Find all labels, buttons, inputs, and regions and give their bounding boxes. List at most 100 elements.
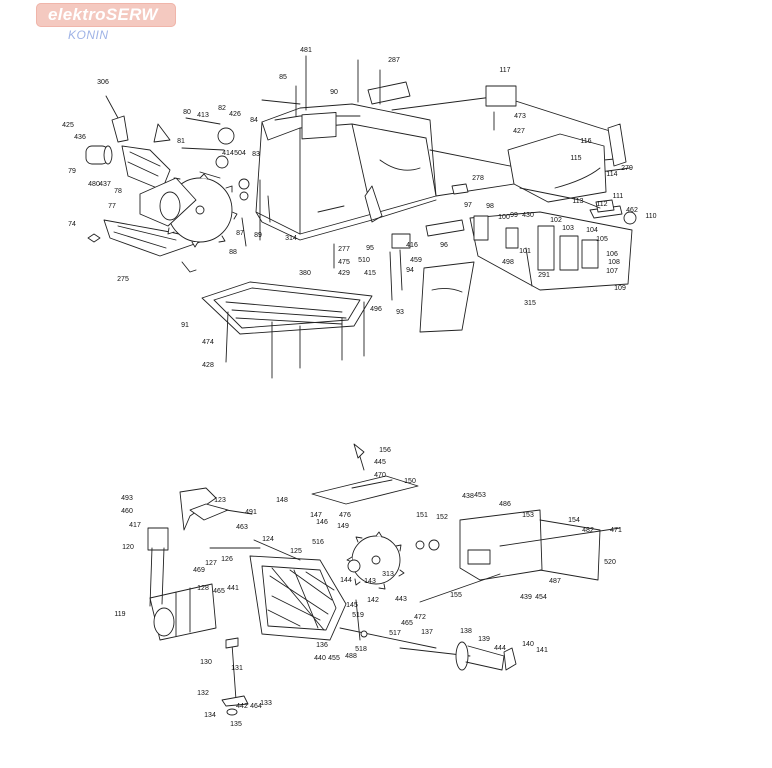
bottom-part-label: 518 [355,646,367,653]
bottom-part-label: 120 [122,544,134,551]
bottom-part-label: 151 [416,512,428,519]
bottom-part-label: 149 [337,523,349,530]
watermark-brand: elektroSERW [48,5,158,24]
top-part-label: 109 [614,285,626,292]
bottom-part-label: 470 [374,472,386,479]
top-part-label: 105 [596,236,608,243]
bottom-part-label: 150 [404,478,416,485]
top-part-label: 84 [250,117,258,124]
bottom-part-label: 486 [499,501,511,508]
top-part-label: 110 [645,213,656,220]
lower-blade [346,531,405,590]
top-part-label: 117 [499,67,510,74]
bottom-part-label: 440 [314,655,326,662]
top-part-label: 101 [519,248,531,255]
top-part-label: 94 [406,267,414,274]
bottom-part-label: 131 [231,665,243,672]
riving-knife [147,487,229,607]
bottom-part-label: 493 [121,495,133,502]
top-part-label: 287 [388,57,400,64]
top-part-label: 98 [486,203,494,210]
elevation-screw [221,637,249,716]
top-part-label: 90 [330,89,338,96]
top-part-label: 83 [252,151,260,158]
top-part-label: 510 [358,257,370,264]
top-part-label: 473 [514,113,526,120]
top-part-label: 314 [285,235,297,242]
top-part-label: 414 [222,150,234,157]
top-part-label: 111 [613,193,624,200]
saw-housing [255,103,437,241]
top-part-label: 80 [183,109,191,116]
bottom-part-label: 445 [374,459,386,466]
bottom-part-label: 313 [382,571,394,578]
bottom-part-label: 438 [462,493,474,500]
bottom-part-label: 147 [310,512,322,519]
top-part-label: 380 [299,270,311,277]
top-part-label: 279 [621,165,633,172]
bottom-part-label: 125 [290,548,302,555]
bottom-part-label: 130 [200,659,212,666]
fasteners-bottom [209,443,621,641]
switch-panel [469,205,637,291]
top-part-label: 436 [74,134,86,141]
top-part-label: 107 [606,268,618,275]
rip-fence-rail [391,95,631,203]
bottom-part-label: 126 [221,556,233,563]
bottom-part-label: 140 [522,641,534,648]
bottom-part-label: 417 [129,522,141,529]
top-part-label: 429 [338,270,350,277]
top-part-label: 114 [606,171,617,178]
top-part-label: 100 [498,214,510,221]
bottom-part-label: 482 [582,527,594,534]
top-part-label: 116 [580,138,591,145]
top-part-label: 496 [370,306,382,313]
bottom-part-label: 137 [421,629,433,636]
bottom-part-label: 128 [197,585,209,592]
bottom-part-label: 139 [478,636,490,643]
top-part-label: 85 [279,74,287,81]
watermark-city: KONIN [68,28,109,42]
bottom-part-label: 516 [312,539,324,546]
top-part-label: 413 [197,112,209,119]
top-part-label: 112 [596,201,607,208]
top-part-label: 74 [68,221,76,228]
top-part-label: 427 [513,128,525,135]
top-part-label: 102 [550,217,562,224]
rear-cover [459,509,601,581]
bottom-part-label: 453 [474,492,486,499]
bottom-part-label: 519 [352,612,364,619]
bottom-part-label: 133 [260,700,272,707]
bottom-part-label: 471 [610,527,622,534]
bottom-part-label: 156 [379,447,391,454]
top-part-label: 504 [234,150,246,157]
top-part-label: 87 [236,230,244,237]
bottom-part-label: 460 [121,508,133,515]
bottom-part-label: 132 [197,690,209,697]
drive-shaft [339,539,517,671]
top-part-label: 81 [177,138,185,145]
bottom-part-label: 520 [604,559,616,566]
bottom-part-label: 127 [205,560,217,567]
top-part-label: 95 [366,245,374,252]
bottom-part-label: 444 [494,645,506,652]
bottom-part-label: 443 [395,596,407,603]
top-part-label: 278 [472,175,484,182]
bottom-part-label: 135 [230,721,242,728]
bottom-part-label: 136 [316,642,328,649]
top-part-label: 78 [114,188,122,195]
top-part-label: 108 [608,259,620,266]
bottom-part-label: 141 [536,647,548,654]
bottom-part-label: 142 [367,597,379,604]
bottom-part-label: 143 [364,578,376,585]
top-part-label: 115 [570,155,581,162]
bottom-part-label: 455 [328,655,340,662]
bottom-part-label: 465 [401,620,413,627]
base-plate [201,281,373,335]
bottom-part-label: 123 [214,497,226,504]
arbor-cover [139,177,197,227]
top-part-label: 475 [338,259,350,266]
top-part-label: 104 [586,227,598,234]
bottom-part-label: 464 [250,703,262,710]
